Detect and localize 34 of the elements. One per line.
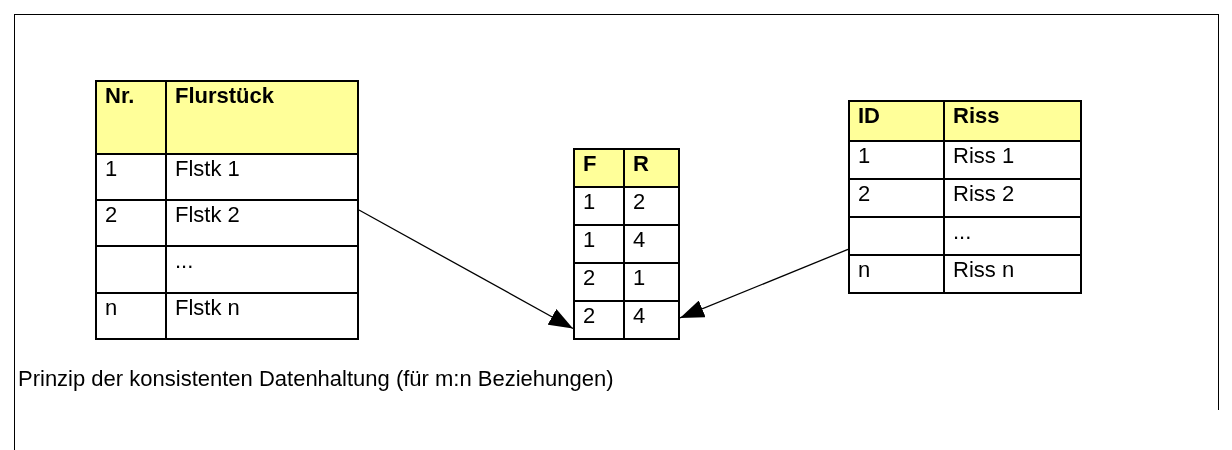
- table-cell: 2: [574, 301, 624, 339]
- table-cell: n: [849, 255, 944, 293]
- header-cell: R: [624, 149, 679, 187]
- table-cell: ...: [166, 246, 358, 293]
- header-cell: ID: [849, 101, 944, 141]
- table-cell: Riss n: [944, 255, 1081, 293]
- table-cell: 2: [574, 263, 624, 301]
- table-cell: 2: [96, 200, 166, 246]
- data-table: [95, 80, 359, 340]
- header-cell: Nr.: [96, 81, 166, 154]
- table-cell: 1: [574, 187, 624, 225]
- table-cell: 1: [624, 263, 679, 301]
- table-cell: 1: [96, 154, 166, 200]
- table-cell: Flstk 1: [166, 154, 358, 200]
- data-table: [848, 100, 1082, 294]
- table-cell: 1: [574, 225, 624, 263]
- table-cell: ...: [944, 217, 1081, 255]
- table-cell: 2: [624, 187, 679, 225]
- table-cell: Flstk n: [166, 293, 358, 339]
- arrow: [358, 209, 574, 330]
- data-table: [573, 148, 680, 340]
- table-cell: 1: [849, 141, 944, 179]
- table-cell: 2: [849, 179, 944, 217]
- caption: Prinzip der konsistenten Datenhaltung (für m:n Beziehungen): [18, 365, 614, 393]
- table-cell: n: [96, 293, 166, 339]
- table-cell: 4: [624, 301, 679, 339]
- table-cell: Flstk 2: [166, 200, 358, 246]
- table-cell: Riss 2: [944, 179, 1081, 217]
- table-cell: Riss 1: [944, 141, 1081, 179]
- table-cell: 4: [624, 225, 679, 263]
- header-cell: F: [574, 149, 624, 187]
- header-cell: Riss: [944, 101, 1081, 141]
- arrow: [679, 248, 849, 319]
- header-cell: Flurstück: [166, 81, 358, 154]
